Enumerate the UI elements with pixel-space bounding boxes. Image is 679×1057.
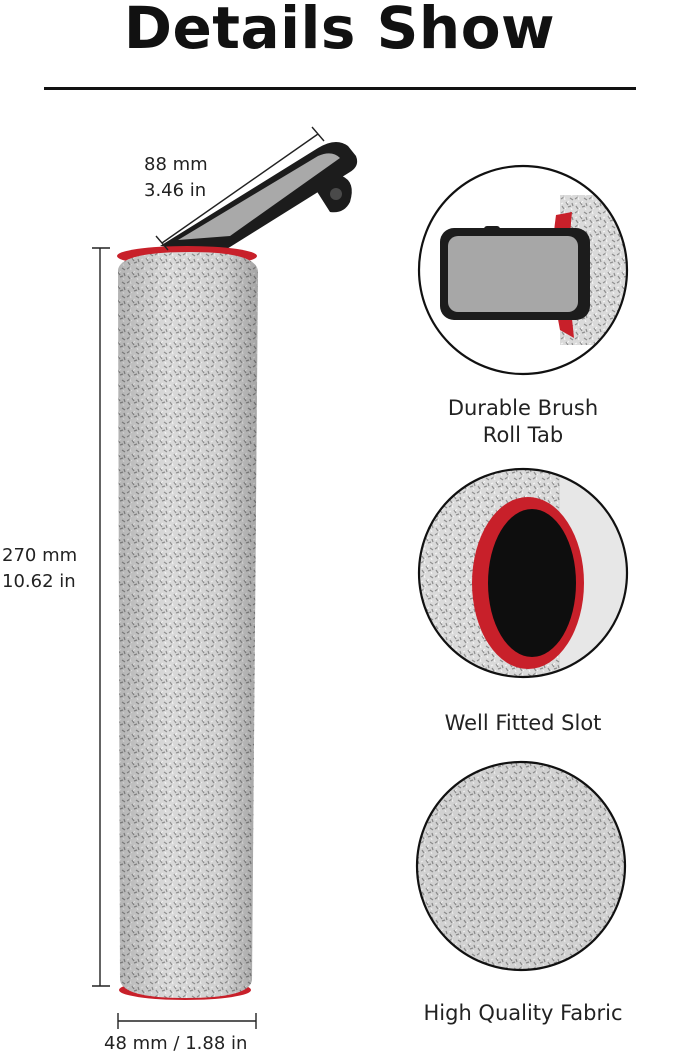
diameter-dimension-line	[117, 1013, 257, 1029]
detail-caption-fabric: High Quality Fabric	[423, 1001, 623, 1025]
tab-width-dimension-line	[155, 126, 325, 251]
detail-caption-tab-line1: Durable Brush	[447, 396, 599, 420]
brush-roll-tab	[160, 141, 358, 252]
detail-caption-tab: Durable Brush Roll Tab	[403, 395, 643, 449]
detail-fabric-closeup	[415, 760, 627, 972]
height-in: 10.62 in	[2, 571, 76, 592]
diameter-label: 48 mm / 1.88 in	[104, 1033, 248, 1054]
detail-slot-closeup	[417, 467, 629, 679]
tab-width-label: 88 mm 3.46 in	[144, 152, 208, 204]
title-divider	[44, 87, 636, 90]
height-dimension-line	[92, 247, 110, 987]
tab-width-mm: 88 mm	[144, 154, 208, 175]
detail-caption-slot: Well Fitted Slot	[444, 711, 602, 735]
height-label: 270 mm 10.62 in	[2, 543, 77, 595]
detail-caption-tab-line2: Roll Tab	[482, 423, 564, 447]
detail-tab-closeup	[417, 164, 629, 376]
page-title: Details Show	[123, 0, 556, 62]
tab-width-in: 3.46 in	[144, 180, 207, 201]
height-mm: 270 mm	[2, 545, 78, 566]
